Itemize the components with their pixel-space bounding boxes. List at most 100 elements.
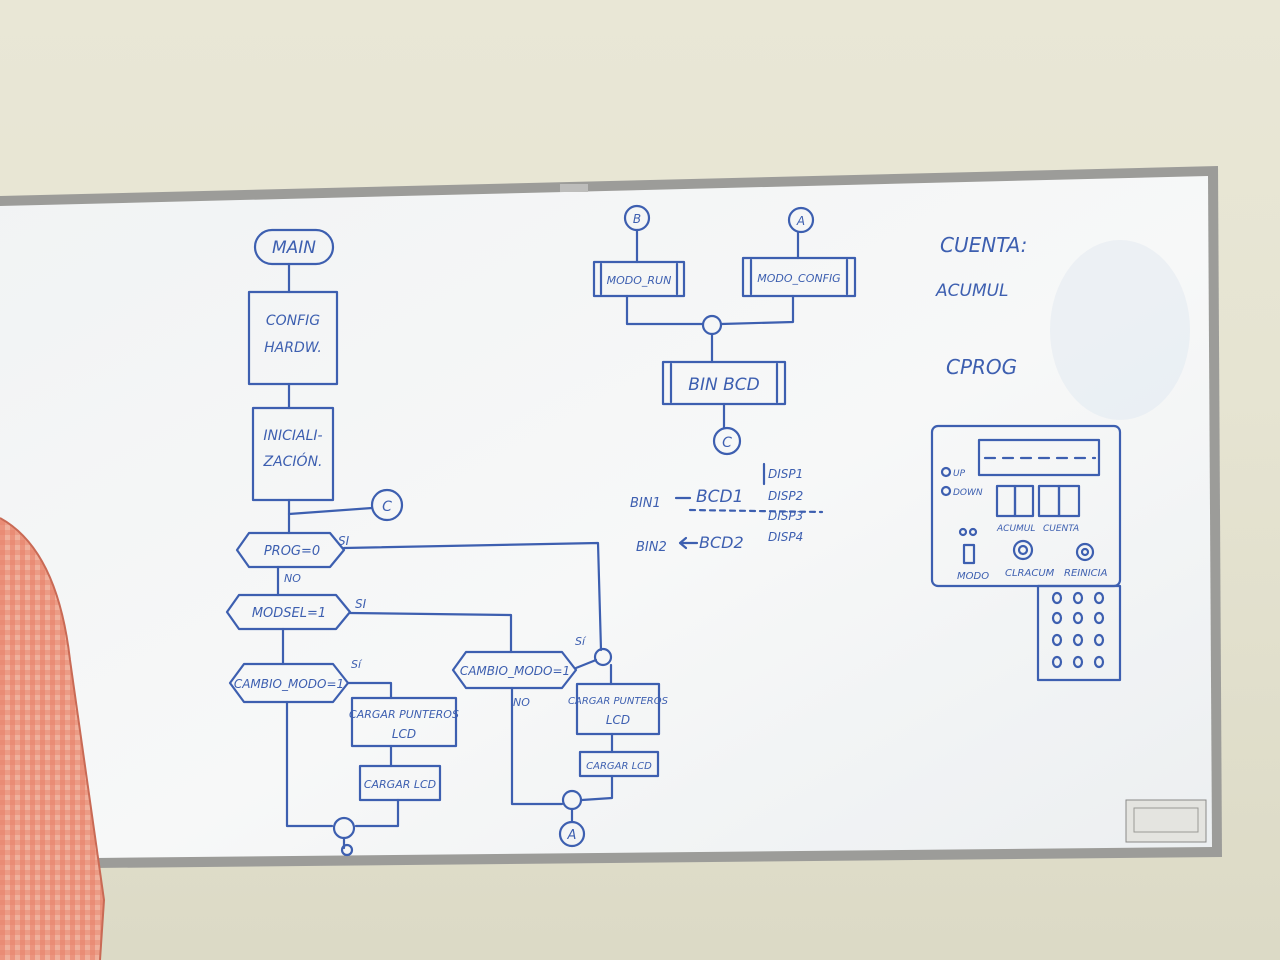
keypad-key [1051, 591, 1063, 605]
keypad-keys [1051, 591, 1105, 669]
panel-outline [930, 424, 1122, 588]
eraser-smudge [1050, 240, 1190, 420]
disp2-label: DISP2 [768, 489, 803, 503]
clracum-button-outer [1012, 539, 1034, 561]
cambio-right-no-line [510, 686, 564, 806]
disp4-label: DISP4 [768, 530, 803, 544]
sticker-inner [1133, 807, 1199, 833]
cuenta-note: CUENTA: [940, 233, 1027, 257]
reinicia-button-inner [1080, 547, 1090, 557]
cargar-punteros-left-l2: LCD [392, 727, 416, 741]
cambio-right-label: CAMBIO_MODO=1 [460, 664, 570, 678]
modo-run-label: MODO_RUN [607, 274, 672, 287]
disp3-label: DISP3 [768, 509, 803, 523]
clracum-button-inner [1017, 544, 1029, 556]
connector-c-top [712, 426, 742, 456]
init-box [251, 406, 335, 502]
modo-config-inner [749, 258, 849, 296]
cargar-lcd-left [358, 764, 442, 802]
cambio-left-no-line [285, 700, 334, 828]
modo-config-box [741, 256, 857, 298]
config-box [247, 290, 339, 386]
modo-run-box [592, 260, 686, 298]
connector-a-bottom-label: A [567, 828, 577, 843]
modsel-label: MODSEL=1 [252, 606, 326, 621]
modo-label: MODO [957, 571, 989, 582]
cambio-left-label: CAMBIO_MODO=1 [234, 677, 344, 691]
merge-lines-top [625, 294, 795, 326]
acumul-digit-2 [1013, 484, 1035, 518]
prog-yes-line [342, 541, 603, 652]
cprog-note: CPROG [946, 355, 1017, 379]
connector-link [287, 506, 374, 516]
keypad-key [1072, 611, 1084, 625]
prog-no: NO [284, 572, 301, 585]
clracum-label: CLRACUM [1005, 568, 1055, 579]
person-arm-shadow [0, 517, 106, 960]
keypad-key [1072, 655, 1084, 669]
keypad-key [1093, 655, 1105, 669]
cambio-left-yes: Sí [351, 658, 363, 671]
flowchart-right-branch: CAMBIO_MODO=1 Sí NO CARGAR PUNTEROS LCD … [451, 635, 669, 848]
bin-bcd-inner [669, 362, 779, 404]
prog-yes: SI [338, 534, 350, 548]
keypad-key [1093, 633, 1105, 647]
keypad-key [1072, 591, 1084, 605]
reinicia-button-outer [1075, 542, 1095, 562]
cargar-punteros-right-l1: CARGAR PUNTEROS [568, 696, 669, 707]
config-line2: HARDW. [264, 340, 322, 356]
init-line1: INICIALI- [263, 428, 322, 444]
prog-decision [235, 531, 346, 569]
connector-c-left [370, 488, 404, 522]
cambio-modo-right [451, 650, 578, 690]
board-clip [560, 184, 588, 192]
manufacturer-sticker [1125, 799, 1207, 843]
small-led-1 [958, 527, 968, 537]
modo-config-label: MODO_CONFIG [757, 272, 840, 285]
small-led-2 [968, 527, 978, 537]
connector-bottom-left [340, 843, 354, 857]
acumul-note: ACUMUL [935, 281, 1009, 301]
connector-a-bottom [558, 820, 586, 848]
whiteboard-surface [0, 176, 1212, 858]
cambio-left-yes-line [346, 681, 393, 700]
merge-top-right [593, 647, 613, 667]
lcd-display [977, 438, 1101, 477]
connector-c-left-label: C [382, 499, 392, 515]
cargar-lcd-left-out [354, 798, 400, 828]
cuenta-display-label: CUENTA [1043, 524, 1079, 534]
connector-a-top [787, 206, 815, 234]
person-arm [0, 518, 104, 960]
down-label: DOWN [953, 488, 983, 498]
bin-bcd-label: BIN BCD [688, 375, 759, 395]
cargar-lcd-left-label: CARGAR LCD [364, 778, 436, 791]
connector-a-top-label: A [796, 214, 805, 228]
config-line1: CONFIG [266, 313, 320, 329]
cuenta-digit-2 [1057, 484, 1081, 518]
up-led [940, 466, 952, 478]
dashed-divider [688, 508, 824, 514]
panel-sketch: CUENTA: ACUMUL CPROG UP DOWN ACUMUL CUEN… [930, 233, 1122, 682]
cambio-modo-left [228, 662, 350, 704]
connector-b-label: B [633, 212, 641, 226]
cambio-right-yes: Sí [575, 635, 587, 648]
bin-bcd-subroutine: B A MODO_RUN MODO_CONFIG BIN BCD C BIN1 … [592, 204, 857, 555]
modsel-yes-line [348, 611, 513, 654]
cargar-punteros-right-l2: LCD [606, 713, 630, 727]
up-label: UP [953, 469, 966, 479]
cargar-punteros-left-l1: CARGAR PUNTEROS [349, 708, 459, 721]
cargar-punteros-left [350, 696, 458, 748]
cargar-lcd-right-label: CARGAR LCD [586, 761, 652, 772]
acumul-display-label: ACUMUL [996, 524, 1035, 534]
init-line2: ZACIÓN. [262, 452, 322, 470]
modo-run-inner [599, 262, 679, 296]
keypad-key [1051, 655, 1063, 669]
cambio-right-yes-line [574, 658, 598, 670]
main-terminal [253, 228, 335, 266]
keypad-key [1072, 633, 1084, 647]
disp1-label: DISP1 [768, 467, 803, 481]
keypad-key [1051, 633, 1063, 647]
keypad-key [1051, 611, 1063, 625]
keypad-outline [1036, 584, 1122, 682]
